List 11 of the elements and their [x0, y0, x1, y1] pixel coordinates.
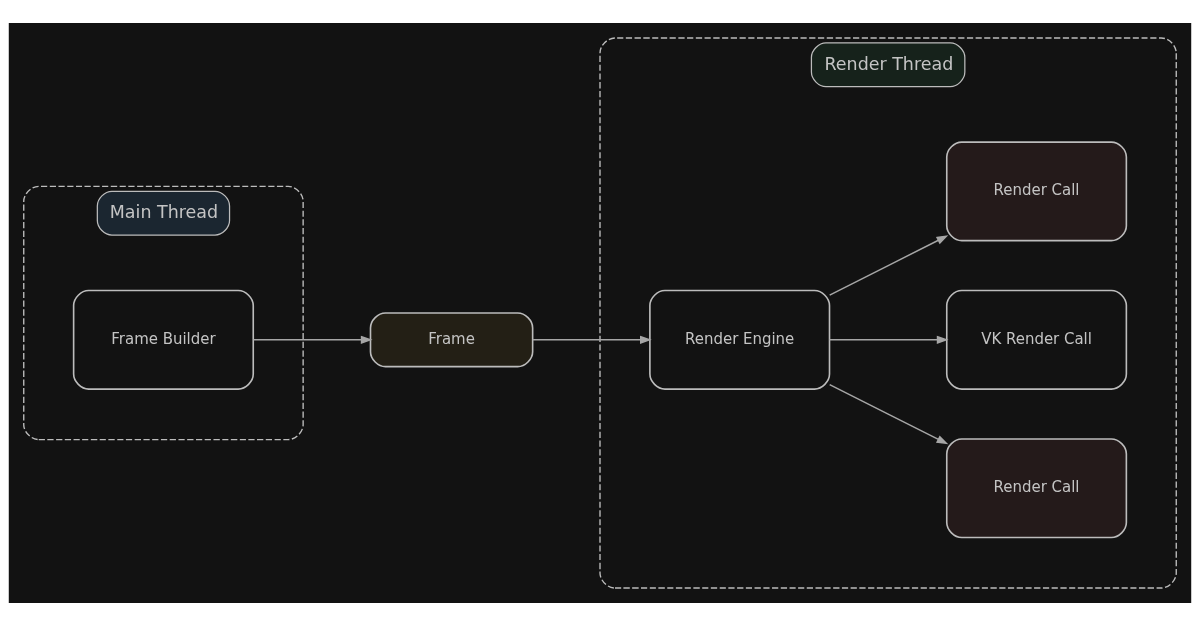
arrow — [828, 234, 949, 296]
arrow — [828, 383, 949, 444]
arrow — [828, 335, 949, 344]
arrow — [532, 335, 652, 344]
node-box: Frame Builder — [72, 289, 255, 390]
node-box: Render Call — [945, 437, 1128, 538]
node-box: VK Render Call — [945, 289, 1128, 390]
arrow — [252, 335, 373, 344]
node-box: Render Engine — [649, 289, 831, 390]
node-box: Frame — [369, 311, 534, 367]
node-box: Render Call — [945, 140, 1128, 241]
